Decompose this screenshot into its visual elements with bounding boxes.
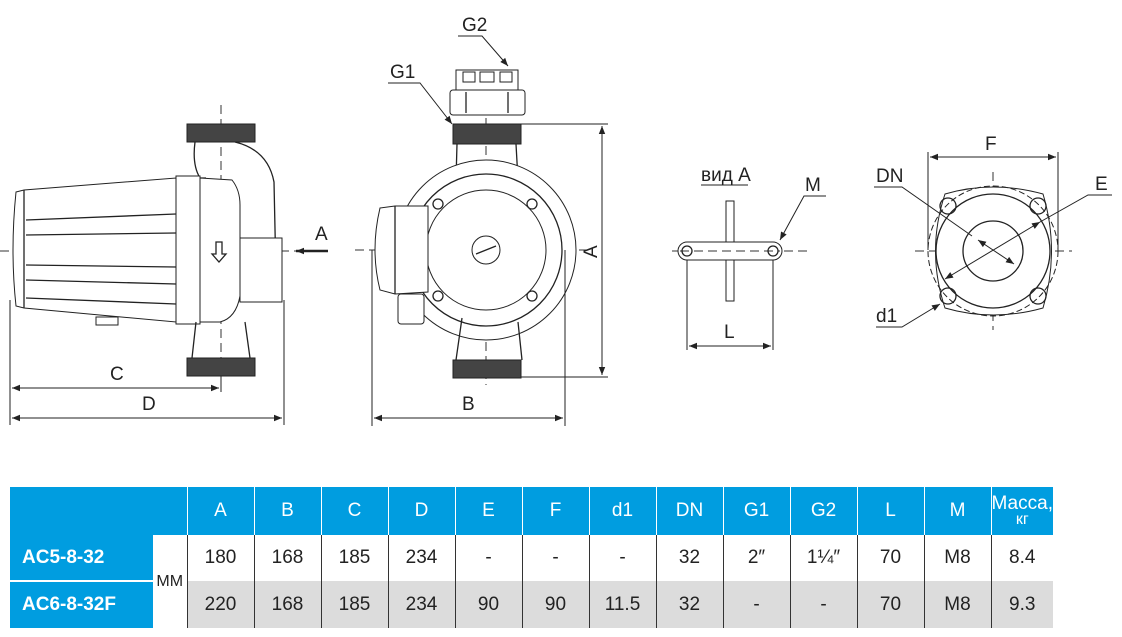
table-cell: 234 [387, 535, 455, 581]
header-cell: DN [655, 487, 723, 535]
table-cell: - [789, 581, 857, 628]
table-row: AC6-8-32F 220 168 185 234 90 90 11.5 32 … [10, 581, 1053, 628]
dimensions-table: A B C D E F d1 DN G1 G2 L M Масса, кг AC… [10, 487, 1053, 628]
dimension-f-label: F [985, 134, 997, 155]
table-cell: 234 [387, 581, 455, 628]
table-header-row: A B C D E F d1 DN G1 G2 L M Масса, кг [10, 487, 1053, 535]
mass-unit: кг [1015, 511, 1029, 528]
table-cell: 90 [521, 581, 589, 628]
table-cell: - [454, 535, 522, 581]
table-cell: 1¼″ [789, 535, 857, 581]
table-cell: 220 [186, 581, 254, 628]
m-label: M [805, 175, 821, 196]
model-name: AC6-8-32F [10, 581, 153, 628]
model-name: AC5-8-32 [10, 535, 153, 582]
dn-label: DN [876, 166, 903, 187]
table-cell: - [588, 535, 656, 581]
table-cell: 32 [655, 535, 723, 581]
mass-label: Масса, [991, 493, 1053, 514]
table-cell: 2″ [722, 535, 790, 581]
table-cell: - [722, 581, 790, 628]
g1-label: G1 [390, 62, 415, 83]
table-cell: 180 [186, 535, 254, 581]
unit-label: ММ [153, 535, 187, 628]
header-cell: M [923, 487, 991, 535]
table-cell: 9.3 [990, 581, 1053, 628]
table-cell: 8.4 [990, 535, 1053, 581]
header-cell: A [186, 487, 254, 535]
table-cell: 11.5 [588, 581, 656, 628]
side-view: A C D [0, 105, 328, 425]
table-cell: 168 [253, 581, 321, 628]
table-cell: 70 [856, 535, 924, 581]
header-blank-cell [10, 487, 187, 535]
header-cell: E [454, 487, 522, 535]
header-cell: G2 [789, 487, 857, 535]
view-a-arrow-label: A [315, 224, 328, 245]
flange-view: F DN E d1 [874, 134, 1112, 330]
table-cell: 90 [454, 581, 522, 628]
header-cell: C [320, 487, 388, 535]
dimension-d-label: D [142, 394, 156, 415]
pump-dimension-drawing: A C D [0, 15, 1112, 426]
table-row: AC5-8-32 ММ 180 168 185 234 - - - 32 2″ … [10, 535, 1053, 628]
table-cell: M8 [923, 535, 991, 581]
table-cell: 185 [320, 535, 388, 581]
header-cell: B [253, 487, 321, 535]
table-cell: M8 [923, 581, 991, 628]
dimension-c-label: C [110, 364, 124, 385]
view-a: вид А M L [672, 165, 826, 350]
table-cell: 168 [253, 535, 321, 581]
dimension-b-label: B [462, 394, 475, 415]
view-a-title: вид А [701, 165, 751, 186]
header-cell: d1 [588, 487, 656, 535]
header-cell: F [521, 487, 589, 535]
d1-label: d1 [876, 306, 897, 327]
header-cell-mass: Масса, кг [990, 487, 1053, 535]
header-cell: D [387, 487, 455, 535]
header-cell: L [856, 487, 924, 535]
table-cell: 32 [655, 581, 723, 628]
table-cell: 185 [320, 581, 388, 628]
g2-label: G2 [462, 15, 487, 36]
dimension-l-label: L [724, 322, 735, 343]
front-view: G1 G2 A B [355, 15, 608, 426]
dimension-a-label: A [581, 245, 602, 258]
table-cell: 70 [856, 581, 924, 628]
dimension-e-label: E [1095, 174, 1108, 195]
table-cell: - [521, 535, 589, 581]
header-cell: G1 [722, 487, 790, 535]
